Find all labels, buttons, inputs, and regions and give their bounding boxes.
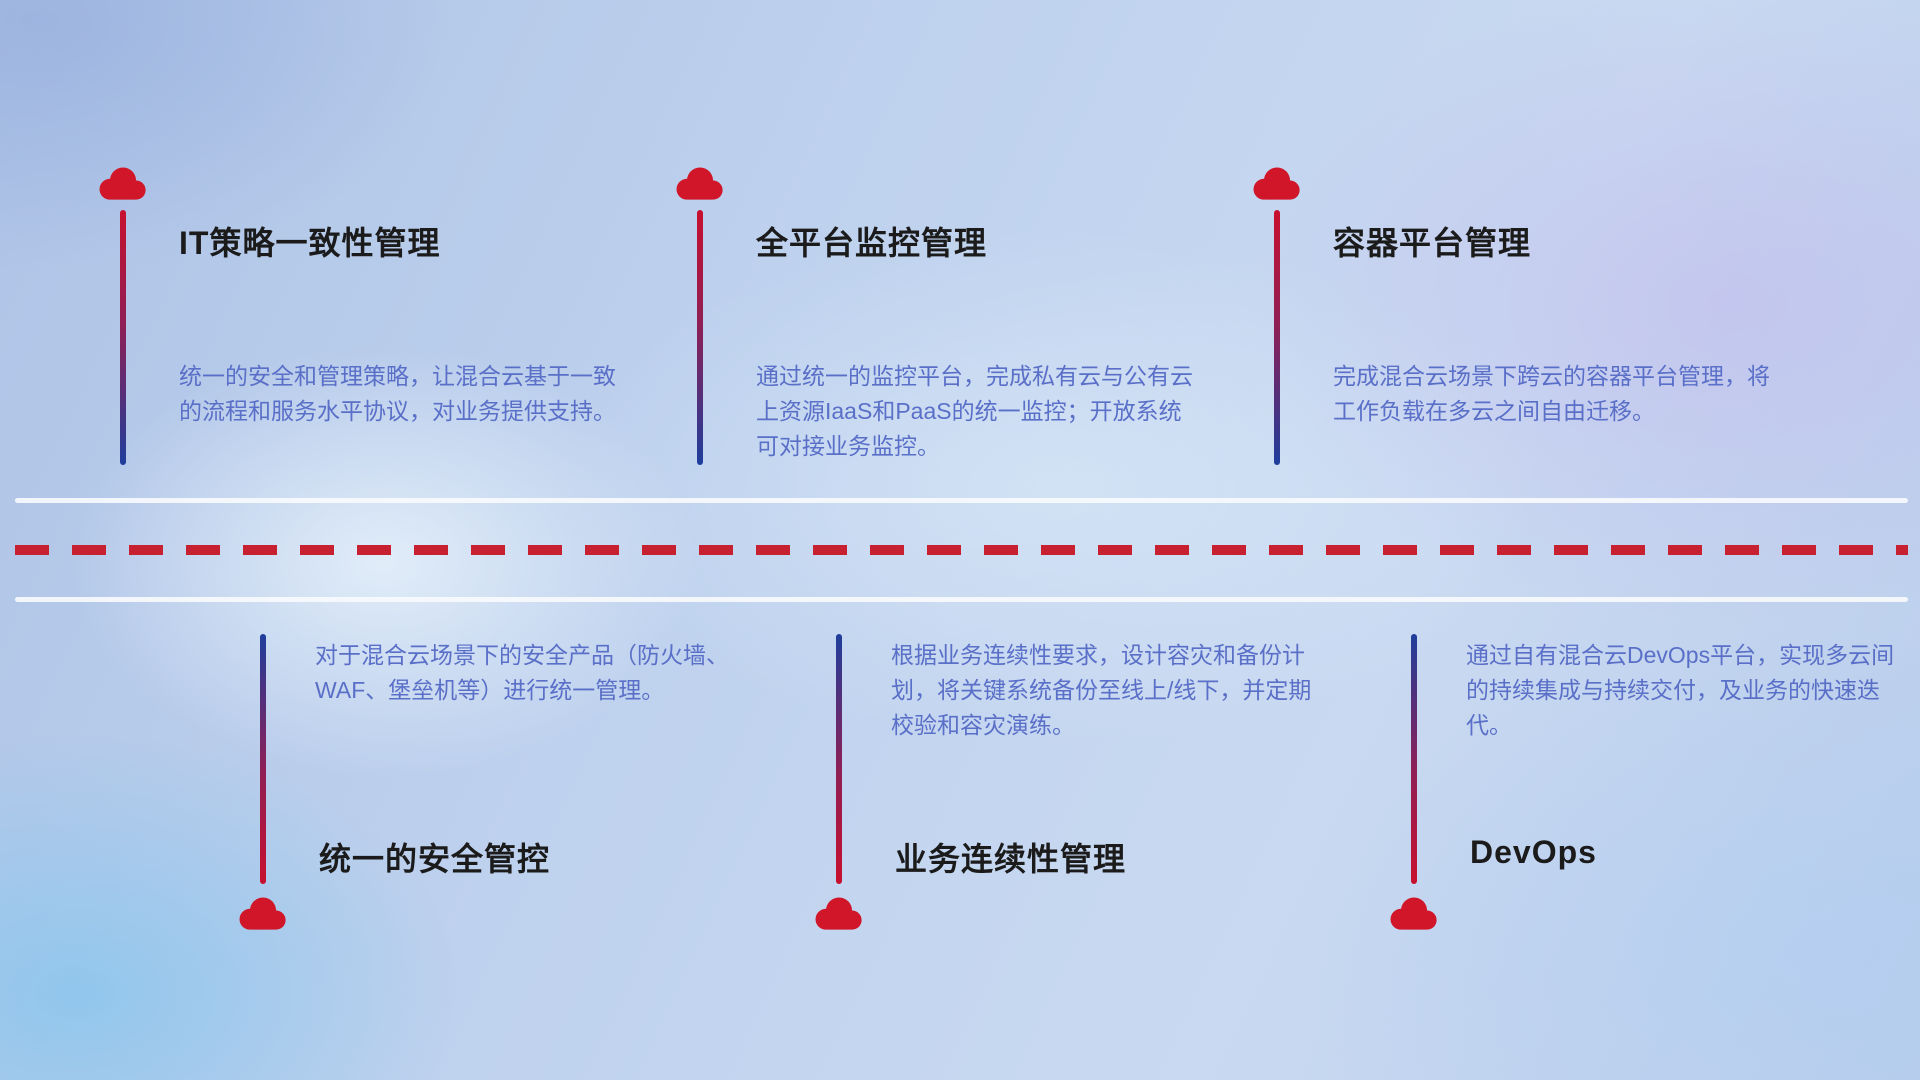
bottom-item-security: 对于混合云场景下的安全产品（防火墙、WAF、堡垒机等）进行统一管理。 统一的安全…: [235, 634, 755, 964]
cloud-icon: [1249, 164, 1305, 204]
cloud-icon: [235, 894, 291, 934]
connector-line: [697, 210, 703, 465]
top-item-monitoring: 全平台监控管理 通过统一的监控平台，完成私有云与公有云上资源IaaS和PaaS的…: [672, 164, 1193, 584]
connector-line: [1411, 634, 1417, 884]
item-title: IT策略一致性管理: [179, 225, 441, 261]
item-description: 完成混合云场景下跨云的容器平台管理，将工作负载在多云之间自由迁移。: [1333, 363, 1770, 424]
bottom-item-devops: 通过自有混合云DevOps平台，实现多云间的持续集成与持续交付，及业务的快速迭代…: [1386, 634, 1906, 964]
timeline-solid-line-top: [15, 498, 1908, 503]
item-title: DevOps: [1470, 834, 1597, 870]
item-description: 通过统一的监控平台，完成私有云与公有云上资源IaaS和PaaS的统一监控；开放系…: [756, 363, 1193, 459]
item-title: 统一的安全管控: [319, 841, 551, 877]
top-item-it-policy: IT策略一致性管理 统一的安全和管理策略，让混合云基于一致的流程和服务水平协议，…: [95, 164, 616, 584]
item-description: 通过自有混合云DevOps平台，实现多云间的持续集成与持续交付，及业务的快速迭代…: [1466, 642, 1895, 738]
top-item-container-platform: 容器平台管理 完成混合云场景下跨云的容器平台管理，将工作负载在多云之间自由迁移。: [1249, 164, 1770, 584]
connector-line: [120, 210, 126, 465]
timeline-solid-line-bottom: [15, 597, 1908, 602]
connector-line: [1274, 210, 1280, 465]
item-description: 对于混合云场景下的安全产品（防火墙、WAF、堡垒机等）进行统一管理。: [315, 642, 729, 703]
item-title: 全平台监控管理: [756, 225, 988, 261]
bottom-item-business-continuity: 根据业务连续性要求，设计容灾和备份计划，将关键系统备份至线上/线下，并定期校验和…: [811, 634, 1331, 964]
item-description: 统一的安全和管理策略，让混合云基于一致的流程和服务水平协议，对业务提供支持。: [179, 363, 616, 424]
item-description: 根据业务连续性要求，设计容灾和备份计划，将关键系统备份至线上/线下，并定期校验和…: [891, 642, 1312, 738]
connector-line: [260, 634, 266, 884]
cloud-icon: [672, 164, 728, 204]
item-title: 容器平台管理: [1333, 225, 1532, 261]
cloud-icon: [811, 894, 867, 934]
cloud-icon: [95, 164, 151, 204]
connector-line: [836, 634, 842, 884]
timeline-dashed-line: [15, 545, 1908, 555]
item-title: 业务连续性管理: [895, 841, 1127, 877]
cloud-icon: [1386, 894, 1442, 934]
